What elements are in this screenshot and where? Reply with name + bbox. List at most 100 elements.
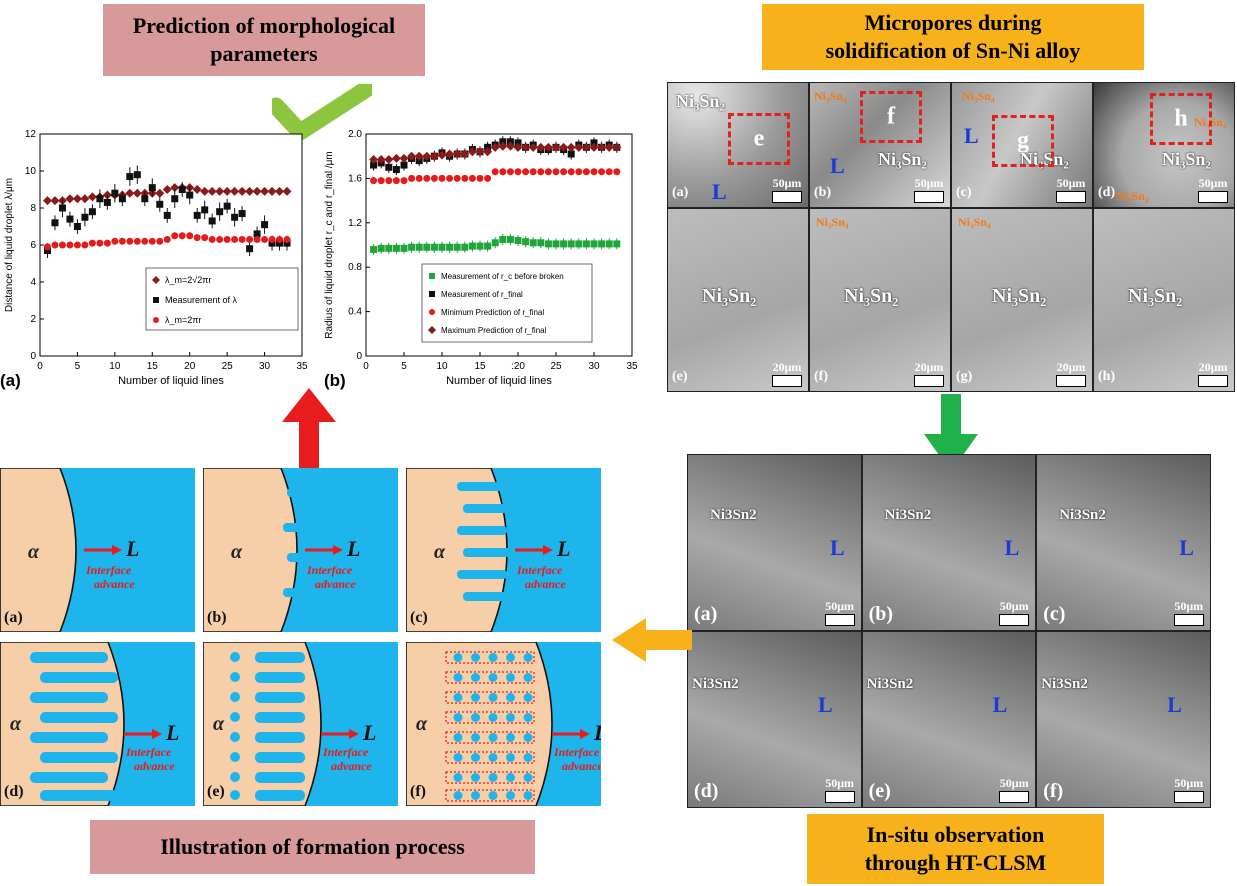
data-point	[126, 173, 134, 181]
roi-letter: f	[887, 103, 895, 130]
x-tick-label: 25	[222, 361, 234, 372]
data-point	[111, 189, 119, 197]
liquid-label: L	[992, 692, 1008, 717]
x-tick-label: 20	[184, 361, 196, 372]
y-tick-label: 6	[30, 240, 36, 251]
data-point	[385, 163, 393, 171]
micrograph-bottom: Ni₃Sn₂(h)20μm	[1093, 208, 1235, 392]
liquid-droplet	[488, 693, 498, 702]
orange-phase-note-2: Ni₃Sn₄	[1116, 189, 1149, 203]
data-point	[445, 149, 455, 159]
data-point	[498, 141, 508, 151]
scale-rect	[824, 614, 855, 626]
droplet-row-box	[445, 731, 535, 744]
liquid-rod	[255, 772, 305, 783]
insitu-title-line1: In-situ observation	[866, 822, 1045, 847]
data-point	[544, 168, 552, 176]
liquid-rod	[40, 672, 118, 683]
legend-box	[145, 267, 299, 331]
interface-text-2: advance	[315, 577, 356, 591]
data-point	[155, 188, 165, 198]
liquid-label: L	[1004, 535, 1020, 560]
liquid-rod	[40, 790, 118, 801]
data-point	[543, 142, 553, 152]
data-point	[238, 235, 246, 243]
data-point	[437, 150, 447, 160]
liquid-droplet	[506, 713, 515, 722]
x-tick-label: 5	[75, 361, 81, 372]
liquid-droplet	[230, 712, 240, 722]
liquid-finger	[457, 570, 507, 579]
data-point	[193, 234, 201, 242]
insitu-panel-label: (a)	[694, 603, 718, 625]
x-tick-label: :20	[511, 361, 525, 372]
data-point	[276, 235, 284, 243]
scale-rect	[1056, 375, 1086, 387]
data-point	[66, 215, 74, 223]
scale-bar: 50μm	[999, 599, 1030, 626]
data-point	[408, 174, 416, 182]
orange-phase-note: Ni₃Sn₄	[962, 89, 995, 103]
liquid-droplet	[471, 773, 480, 782]
schematic-panel-label: (a)	[4, 609, 23, 626]
liquid-rod	[255, 732, 305, 743]
data-point	[560, 168, 568, 176]
liquid-L-label: L	[556, 536, 570, 561]
x-tick-label: 10	[109, 361, 121, 372]
liquid-droplet	[453, 753, 463, 762]
legend-marker	[429, 291, 435, 297]
liquid-droplet	[471, 653, 480, 662]
data-point	[475, 147, 485, 157]
data-point	[491, 239, 499, 247]
liquid-droplet	[471, 733, 480, 742]
phase-label: Ni3Sn2	[1041, 676, 1088, 692]
scale-text: 20μm	[772, 360, 802, 374]
data-point	[283, 235, 291, 243]
data-point	[201, 234, 209, 242]
data-point	[141, 237, 149, 245]
data-point	[384, 155, 394, 165]
data-point	[216, 208, 224, 216]
liquid-label: L	[830, 535, 845, 560]
liquid-label: L	[1167, 692, 1182, 717]
data-point	[156, 237, 164, 245]
prediction-title: Prediction of morphological parameters	[103, 4, 425, 76]
data-point	[260, 186, 270, 196]
scale-rect	[772, 191, 802, 203]
legend-label: Minimum Prediction of r_final	[441, 308, 544, 317]
data-point	[605, 168, 613, 176]
data-point	[528, 142, 538, 152]
insitu-panel-label: (c)	[1043, 603, 1066, 625]
liquid-finger	[457, 482, 507, 491]
y-tick-label: 12	[25, 129, 37, 140]
data-point	[483, 147, 493, 157]
data-point	[415, 243, 423, 251]
y-axis-label: Distance of liquid droplet λ/μm	[4, 178, 15, 312]
data-point	[422, 151, 432, 161]
interface-arrowhead	[543, 545, 553, 555]
data-point	[567, 168, 575, 176]
alpha-label: α	[28, 541, 40, 563]
data-point	[605, 240, 613, 248]
data-point	[148, 184, 156, 192]
liquid-droplet	[488, 773, 498, 782]
liquid-rod	[30, 692, 108, 703]
data-point	[370, 245, 378, 253]
chart-panel-label: (b)	[324, 371, 346, 390]
data-point	[522, 238, 530, 246]
data-point	[88, 208, 96, 216]
data-point	[460, 149, 470, 159]
scale-bar: 20μm	[914, 360, 944, 387]
y-tick-label: 4	[30, 277, 36, 288]
data-point	[96, 239, 104, 247]
liquid-finger	[463, 548, 513, 557]
x-tick-label: 35	[296, 361, 308, 372]
data-point	[499, 235, 507, 243]
schematic-panel-label: (e)	[207, 783, 225, 800]
micro-panel-label: (d)	[1098, 185, 1116, 200]
